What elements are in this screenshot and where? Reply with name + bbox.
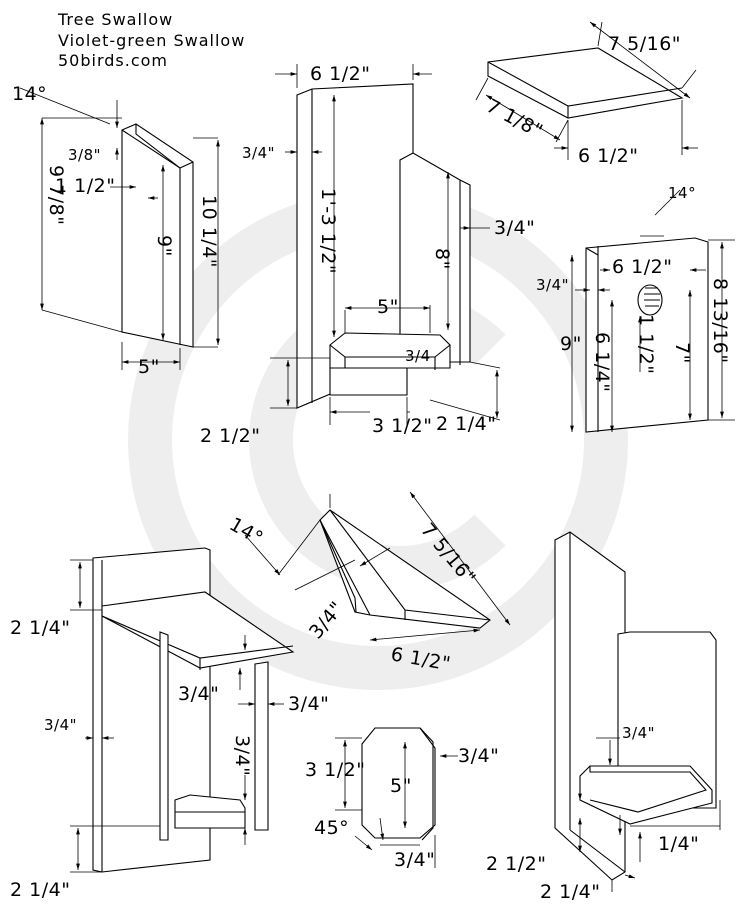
roof-width-label: 6 1/2" [578,145,638,167]
bf-back-height-label: 1'-3 1/2" [317,188,339,274]
floor-bottom-thick-label: 3/4" [394,849,435,871]
roof-length-label: 7 5/16" [608,33,681,55]
fp-height-left-label: 9" [560,333,582,355]
cut-floor-thick-label: 3/4" [622,724,655,742]
ri-angle-label: 14° [226,513,267,550]
asm-roof-thick-label: 3/4" [178,683,219,705]
floor-view: 3 1/2" 5" 3/4" 45° 3/4" [305,727,499,871]
header-subtitle: Violet-green Swallow [58,31,245,50]
cut-gap-label: 1/4" [658,833,699,855]
bf-bottom-ext-label: 2 1/2" [200,425,260,447]
floor-inner-label: 5" [390,775,412,797]
bf-floor-label: 3/4 [405,347,431,365]
header-site: 50birds.com [58,51,168,70]
fp-width-label: 6 1/2" [612,256,672,278]
asm-right-thick-label: 3/4" [288,693,329,715]
bf-front-height-label: 8" [431,248,453,270]
assembly-view: 2 1/4" 3/4" 3/4" 3/4" 3/4" 2 1/4" [10,547,329,901]
cut-ext-b-label: 2 1/4" [540,881,600,903]
fp-total-height-label: 8 13/16" [709,278,731,364]
asm-side-thick-label: 3/4" [44,716,77,734]
floor-chamfer-label: 45° [314,817,349,839]
side-back-height-label: 9 7/8" [45,165,67,225]
front-panel-view: 14° 6 1/2" 3/4" 9" 6 1/4" 1 1/2" 7" 8 13… [536,184,735,433]
header-title: Tree Swallow [57,10,173,29]
side-front-height-label: 9" [153,235,175,257]
bf-floor-drop-label: 2 1/4" [436,413,496,435]
cutaway-view: 3/4" 1/4" 2 1/2" 2 1/4" [486,531,721,903]
side-total-height-label: 10 1/4" [198,195,220,268]
side-angle-label: 14° [12,83,47,105]
floor-thick-label: 3/4" [458,745,499,767]
cut-ext-a-label: 2 1/2" [486,853,546,875]
floor-height-label: 3 1/2" [305,759,365,781]
bf-width-label: 6 1/2" [310,63,370,85]
fp-hole-span-label: 7" [671,342,693,364]
asm-top-ext-label: 2 1/4" [10,617,70,639]
bf-inner-width-label: 5" [377,296,399,318]
roof-view: 7 5/16" 7 1/8" 6 1/2" [475,21,698,167]
fp-thick-label: 3/4" [536,276,569,294]
bf-front-thick-label: 3/4" [494,217,535,239]
asm-bottom-ext-label: 2 1/4" [10,879,70,901]
fp-hole-diameter-label: 1 1/2" [635,314,657,374]
back-front-view: 6 1/2" 3/4" 1'-3 1/2" 8" 3/4" 5" 3/4 2 1… [200,63,535,447]
side-offset-label: 1 1/2" [55,175,115,197]
bf-floor-depth-label: 3 1/2" [372,415,432,437]
side-notch-label: 3/8" [68,146,101,164]
fp-angle-label: 14° [668,184,696,202]
side-panel-view: 14° 9 7/8" 3/8" 1 1/2" 9" 10 1/4" 5" [12,83,220,378]
side-depth-label: 5" [138,356,160,378]
fp-hole-height-label: 6 1/4" [591,332,613,392]
roof-iso-view: 14° 7 5/16" 3/4" 6 1/2" [226,491,511,675]
header: Tree Swallow Violet-green Swallow 50bird… [57,10,245,70]
asm-floor-thick-label: 3/4" [231,735,253,776]
bf-back-thick-label: 3/4" [242,144,275,162]
